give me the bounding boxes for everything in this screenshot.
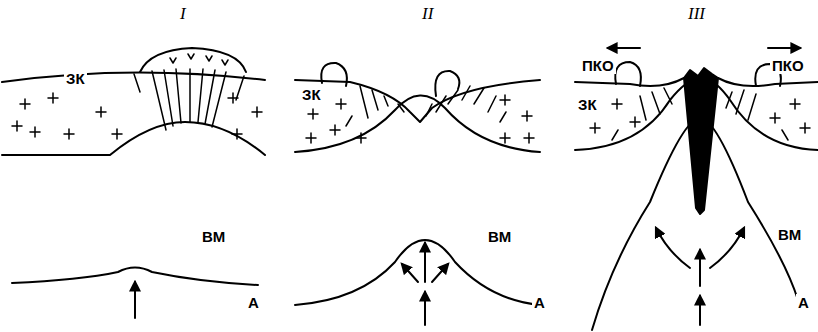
- margin-label: ПКО: [580, 57, 616, 74]
- stage-number: III: [686, 4, 707, 23]
- mantle-label: ВМ: [486, 228, 513, 245]
- mantle-label: ВМ: [776, 226, 803, 243]
- margin-label: ПКО: [770, 57, 806, 74]
- asthenosphere-label: А: [532, 294, 547, 311]
- crust-label: ЗК: [64, 70, 87, 87]
- stage-number: II: [420, 4, 435, 23]
- crust-label: ЗК: [576, 96, 599, 113]
- crust-label: ЗК: [300, 86, 323, 103]
- asthenosphere-label: А: [246, 294, 261, 311]
- stage-number: I: [178, 4, 188, 23]
- mantle-label: ВМ: [200, 228, 227, 245]
- asthenosphere-label: А: [796, 294, 811, 311]
